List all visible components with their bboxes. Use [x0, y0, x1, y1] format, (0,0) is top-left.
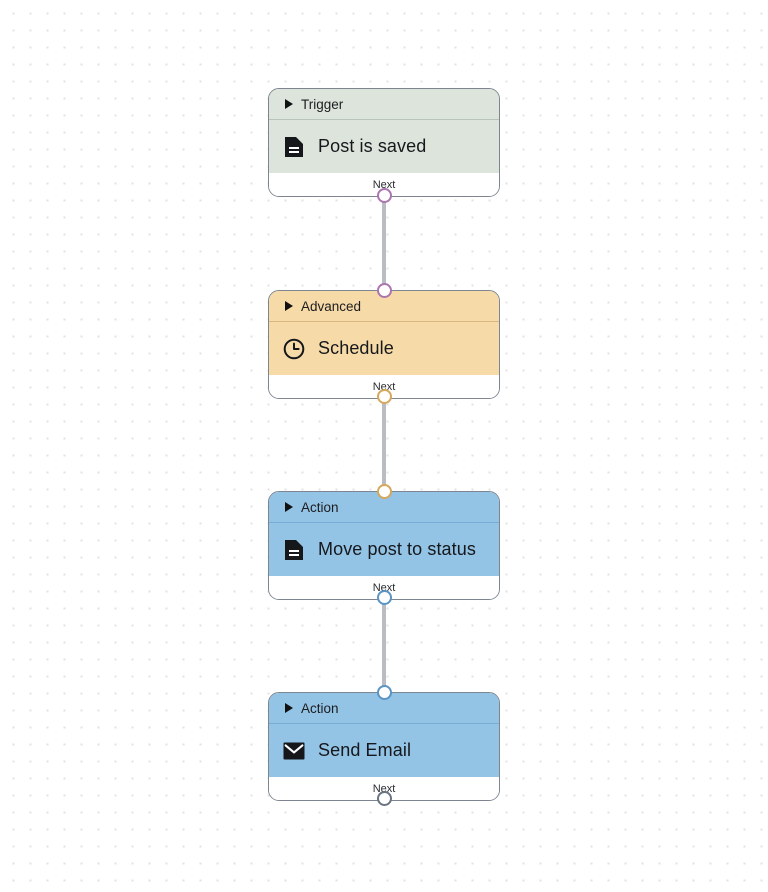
chevron-right-icon[interactable] [285, 99, 293, 109]
document-icon [283, 136, 305, 158]
node-title: Schedule [318, 338, 394, 359]
node-category-label: Action [301, 499, 339, 515]
node-body-trigger[interactable]: Post is saved [269, 120, 499, 174]
node-divider [269, 119, 499, 121]
node-footer-next[interactable]: Next [269, 777, 499, 801]
port-output-action-email[interactable] [376, 790, 392, 806]
node-divider [269, 723, 499, 725]
port-output-action-move[interactable] [376, 589, 392, 605]
node-category-label: Advanced [301, 298, 362, 314]
document-icon [283, 539, 305, 561]
connector-trigger-to-advanced [382, 195, 386, 294]
next-label: Next [372, 782, 396, 795]
node-footer-next[interactable]: Next [269, 576, 499, 600]
node-title: Post is saved [318, 136, 427, 157]
port-output-trigger[interactable] [376, 187, 392, 203]
port-input-advanced[interactable] [376, 282, 392, 298]
node-title: Send Email [318, 740, 412, 761]
node-title: Move post to status [318, 539, 476, 560]
chevron-right-icon[interactable] [285, 703, 293, 713]
envelope-icon [283, 740, 305, 762]
workflow-node-trigger-post-is-saved[interactable]: Trigger Post is saved Next [268, 88, 500, 198]
next-label: Next [372, 581, 396, 594]
node-footer-next[interactable]: Next [269, 375, 499, 399]
port-input-action-move[interactable] [376, 483, 392, 499]
node-body-advanced[interactable]: Schedule [269, 322, 499, 376]
clock-icon [283, 338, 305, 360]
connector-advanced-to-action-move [382, 396, 386, 495]
workflow-node-action-send-email[interactable]: Action Send Email Next [268, 692, 500, 802]
node-divider [269, 522, 499, 524]
next-label: Next [372, 380, 396, 393]
node-divider [269, 321, 499, 323]
port-output-advanced[interactable] [376, 388, 392, 404]
workflow-node-advanced-schedule[interactable]: Advanced Schedule Next [268, 290, 500, 400]
node-category-label: Action [301, 700, 339, 716]
chevron-right-icon[interactable] [285, 502, 293, 512]
node-body-action-move[interactable]: Move post to status [269, 523, 499, 577]
next-label: Next [372, 178, 396, 191]
node-header-trigger[interactable]: Trigger [269, 89, 499, 119]
workflow-node-action-move-post-to-status[interactable]: Action Move post to status Next [268, 491, 500, 601]
node-body-action-email[interactable]: Send Email [269, 724, 499, 778]
node-footer-next[interactable]: Next [269, 173, 499, 197]
node-category-label: Trigger [301, 96, 344, 112]
chevron-right-icon[interactable] [285, 301, 293, 311]
connector-action-move-to-action-email [382, 597, 386, 696]
port-input-action-email[interactable] [376, 684, 392, 700]
